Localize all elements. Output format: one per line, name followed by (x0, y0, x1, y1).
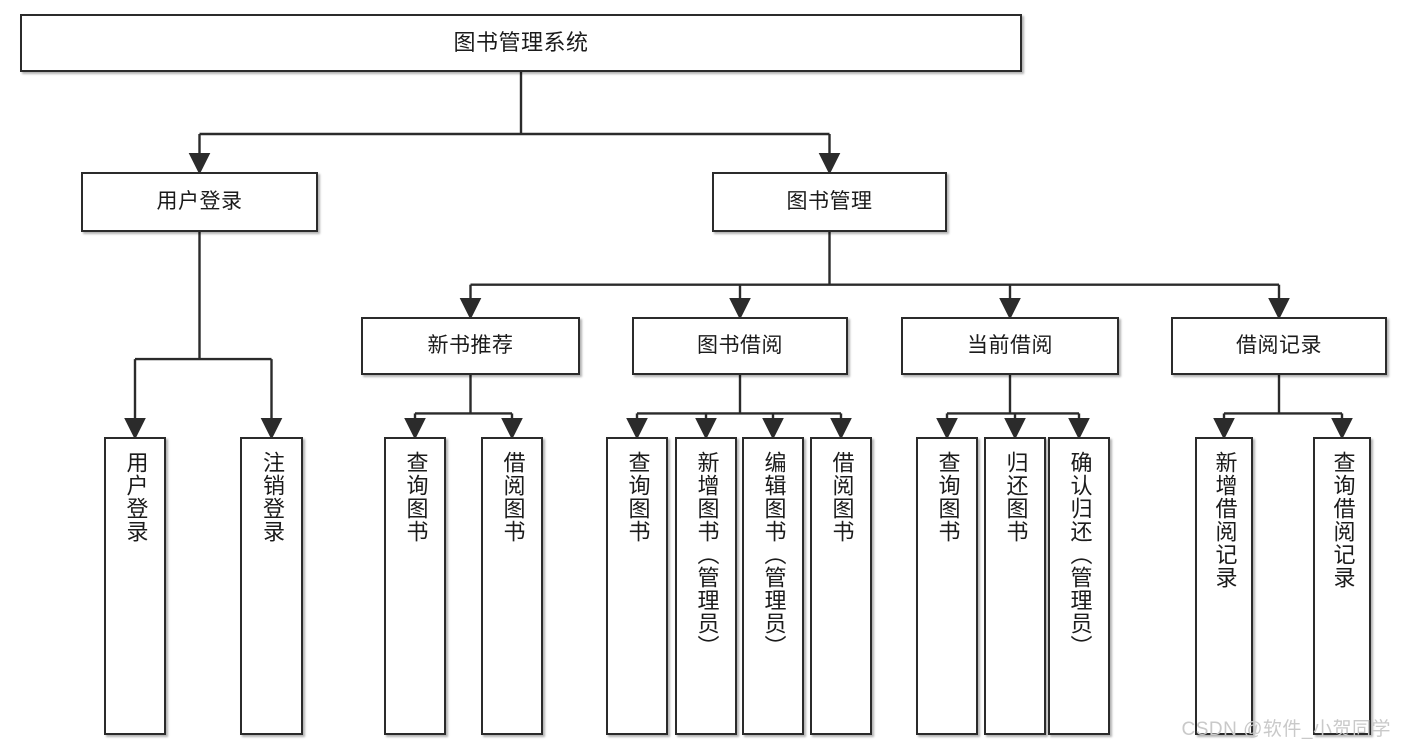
watermark: CSDN @软件_小贺同学 (1181, 719, 1391, 740)
node-book_borrow[interactable]: 图书借阅 (632, 317, 848, 375)
node-label-current_borrow: 当前借阅 (967, 334, 1053, 358)
node-label-book_borrow: 图书借阅 (697, 334, 783, 358)
node-label-user_login: 用户登录 (156, 190, 243, 214)
node-label-leaf_q_rec: 查询借阅记录 (1330, 451, 1356, 589)
node-leaf_q_book_2[interactable]: 查询图书 (606, 437, 668, 735)
node-new_book_rec[interactable]: 新书推荐 (361, 317, 580, 375)
node-leaf_add_book[interactable]: 新增图书（管理员） (675, 437, 737, 735)
node-book_manage[interactable]: 图书管理 (712, 172, 947, 232)
node-leaf_conf_ret[interactable]: 确认归还（管理员） (1048, 437, 1110, 735)
node-label-borrow_record: 借阅记录 (1236, 334, 1322, 358)
node-leaf_edit_book[interactable]: 编辑图书（管理员） (742, 437, 804, 735)
node-current_borrow[interactable]: 当前借阅 (901, 317, 1119, 375)
node-label-leaf_conf_ret: 确认归还（管理员） (1067, 451, 1093, 658)
node-label-leaf_logout: 注销登录 (259, 451, 285, 543)
node-label-new_book_rec: 新书推荐 (427, 334, 514, 358)
node-label-leaf_b_book_1: 借阅图书 (500, 451, 526, 543)
node-label-book_manage: 图书管理 (786, 190, 873, 214)
node-leaf_return[interactable]: 归还图书 (984, 437, 1046, 735)
node-leaf_q_book_3[interactable]: 查询图书 (916, 437, 978, 735)
node-borrow_record[interactable]: 借阅记录 (1171, 317, 1387, 375)
node-root[interactable]: 图书管理系统 (20, 14, 1022, 72)
node-label-root: 图书管理系统 (453, 29, 589, 55)
node-user_login[interactable]: 用户登录 (81, 172, 318, 232)
node-leaf_q_book_1[interactable]: 查询图书 (384, 437, 446, 735)
node-label-leaf_edit_book: 编辑图书（管理员） (761, 451, 787, 658)
node-leaf_logout[interactable]: 注销登录 (240, 437, 303, 735)
node-leaf_add_rec[interactable]: 新增借阅记录 (1195, 437, 1253, 735)
node-label-leaf_add_rec: 新增借阅记录 (1212, 451, 1238, 589)
node-leaf_b_book_2[interactable]: 借阅图书 (810, 437, 872, 735)
node-label-leaf_q_book_3: 查询图书 (935, 451, 961, 543)
node-leaf_b_book_1[interactable]: 借阅图书 (481, 437, 543, 735)
node-label-leaf_q_book_1: 查询图书 (403, 451, 429, 543)
node-label-leaf_add_book: 新增图书（管理员） (694, 451, 720, 658)
node-label-leaf_return: 归还图书 (1003, 451, 1029, 543)
node-leaf_login[interactable]: 用户登录 (104, 437, 166, 735)
node-label-leaf_b_book_2: 借阅图书 (829, 451, 855, 543)
node-leaf_q_rec[interactable]: 查询借阅记录 (1313, 437, 1371, 735)
node-label-leaf_login: 用户登录 (123, 451, 149, 543)
node-label-leaf_q_book_2: 查询图书 (625, 451, 651, 543)
